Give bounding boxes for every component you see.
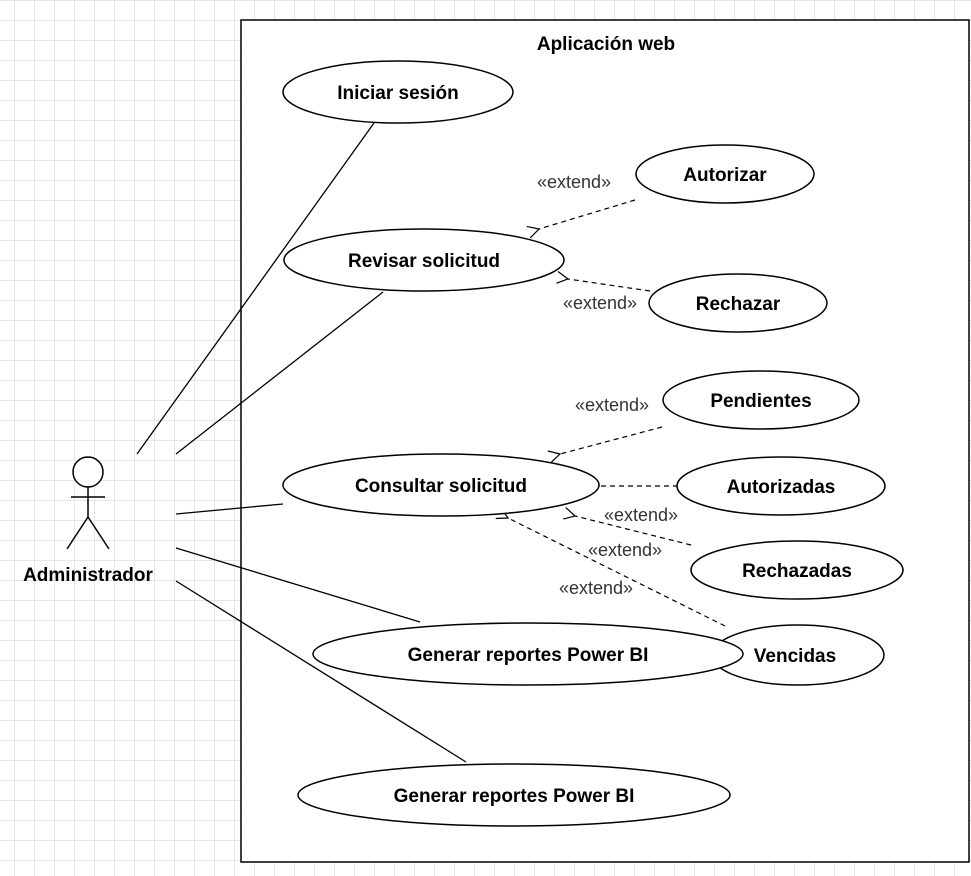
extend-label-autorizadas: «extend»	[604, 505, 678, 525]
extend-rechazar-arrow	[568, 279, 651, 292]
use-case-consultar-solicitud[interactable]: Consultar solicitud	[282, 453, 600, 517]
use-case-label: Autorizar	[683, 165, 767, 186]
use-case-generar-reportes-1[interactable]: Generar reportes Power BI	[312, 622, 744, 686]
use-case-label: Iniciar sesión	[337, 83, 458, 104]
system-boundary	[240, 19, 970, 863]
association-consultar-solicitud	[175, 503, 284, 515]
use-case-generar-reportes-2[interactable]: Generar reportes Power BI	[297, 763, 731, 827]
use-case-revisar-solicitud[interactable]: Revisar solicitud	[283, 228, 565, 292]
use-case-label: Rechazar	[696, 294, 781, 315]
use-case-label: Pendientes	[710, 391, 811, 412]
use-case-label: Revisar solicitud	[348, 251, 500, 272]
association-revisar-solicitud	[175, 291, 384, 455]
use-case-label-vencidas: Vencidas	[754, 646, 836, 667]
use-case-rechazadas[interactable]: Rechazadas	[690, 540, 904, 600]
system-title: Aplicación web	[537, 34, 675, 55]
use-case-label: Generar reportes Power BI	[408, 645, 649, 666]
association-iniciar-sesion	[136, 122, 375, 455]
extend-autorizar-arrow	[539, 199, 636, 229]
extend-label-autorizar: «extend»	[537, 172, 611, 192]
extend-rechazadas-arrow	[575, 516, 692, 546]
use-case-autorizadas[interactable]: Autorizadas	[676, 456, 886, 516]
extend-label-rechazadas: «extend»	[588, 540, 662, 560]
stick-figure-icon[interactable]	[66, 456, 110, 550]
extend-label-pendientes: «extend»	[575, 395, 649, 415]
use-case-iniciar-sesion[interactable]: Iniciar sesión	[282, 60, 514, 124]
use-case-label: Generar reportes Power BI	[394, 786, 635, 807]
extend-label-rechazar: «extend»	[563, 293, 637, 313]
use-case-label: Consultar solicitud	[355, 476, 527, 497]
use-case-rechazar[interactable]: Rechazar	[648, 273, 828, 333]
actor-name: Administrador	[23, 565, 153, 586]
association-generar-reportes-1	[175, 547, 421, 623]
association-generar-reportes-2	[175, 580, 467, 763]
extend-label-vencidas: «extend»	[559, 578, 633, 598]
use-case-label: Autorizadas	[727, 477, 836, 498]
extend-vencidas-arrow	[508, 518, 726, 627]
use-case-label: Rechazadas	[742, 561, 852, 582]
use-case-autorizar[interactable]: Autorizar	[635, 144, 815, 204]
use-case-pendientes[interactable]: Pendientes	[662, 370, 860, 430]
